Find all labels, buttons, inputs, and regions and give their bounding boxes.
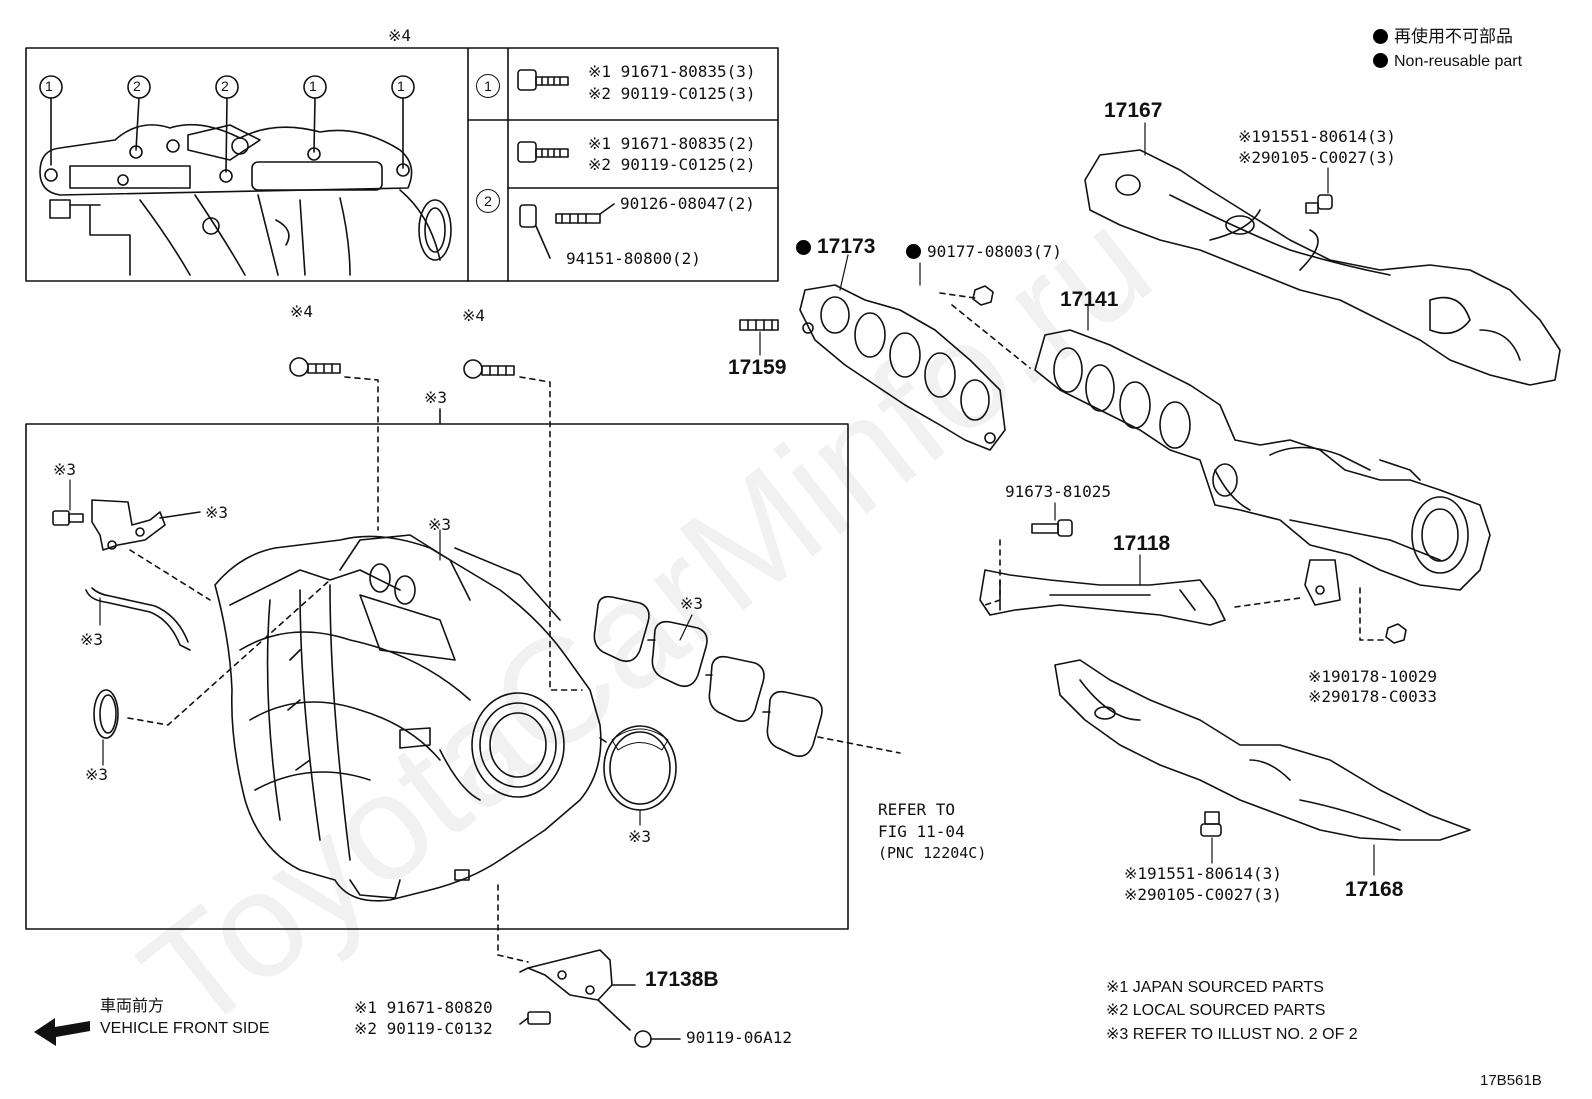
inset-bolt-1 [517,69,569,91]
part-17141: 17141 [1060,288,1119,311]
marker-s3-bolt: ※3 [53,460,77,479]
inset-stud-nut [519,203,615,259]
part-17167-bolt-1: ※191551-80614(3) [1238,127,1396,146]
filled-dot-icon [796,240,811,255]
marker-s3-hose: ※3 [80,630,104,649]
part-90119-c0132: ※2 90119-C0132 [354,1019,493,1038]
inset-stud-label: 90126-08047(2) [620,194,755,213]
filled-dot-icon [1373,53,1388,68]
note-1: ※1 JAPAN SOURCED PARTS [1106,979,1324,996]
refer-line-1: REFER TO [878,800,956,819]
inset-nut-label: 94151-80800(2) [566,249,701,268]
part-17173: 17173 [796,236,875,257]
heat-insulator-17167 [1084,149,1561,386]
inset-manifold-flange [39,75,452,276]
filled-dot-icon [906,244,921,259]
vehicle-front-jp: 車両前方 [100,998,165,1015]
part-17167-bolt-2: ※290105-C0027(3) [1238,148,1396,167]
table-callout-1: 1 [476,74,500,98]
inset-callout-1c: 1 [397,78,405,94]
part-91671-80820: ※1 91671-80820 [354,998,493,1017]
nut-90178 [1385,623,1407,644]
inset-bolt-2 [517,141,569,163]
intake-manifold [214,534,602,902]
illustration-code: 17B561B [1480,1072,1542,1089]
heat-insulator-17168 [1054,659,1471,841]
part-17168-bolt-1: ※191551-80614(3) [1124,864,1282,883]
bolt-17168 [1200,811,1222,837]
spacer [39,76,61,98]
part-17138b: 17138B [645,968,719,991]
inset-callout-1a: 1 [45,78,53,94]
main-box-frame [25,423,849,930]
marker-s3-box: ※3 [424,388,448,407]
table-callout-2: 2 [476,189,500,213]
exhaust-gasket-17173 [799,284,1006,451]
exhaust-manifold-17141 [1034,329,1491,606]
part-17168: 17168 [1345,878,1404,901]
inset-callout-2a: 2 [133,78,141,94]
legend-nonreusable-jp: 再使用不可部品 [1373,28,1513,45]
legend-nonreusable-en: Non-reusable part [1373,53,1522,70]
bracket-17138b [519,949,636,1031]
inset-callout-1b: 1 [309,78,317,94]
refer-line-2: FIG 11-04 [878,822,965,841]
part-17168-bolt-2: ※290105-C0027(3) [1124,885,1282,904]
part-90178-2: ※290178-C0033 [1308,687,1437,706]
part-90178-1: ※190178-10029 [1308,667,1437,686]
marker-s3-sensor: ※3 [205,503,229,522]
refer-line-3: (PNC 12204C) [878,844,987,862]
filled-dot-icon [1373,29,1388,44]
marker-s3-throttle-gasket: ※3 [628,827,652,846]
part-17159: 17159 [728,356,787,379]
part-17167: 17167 [1104,99,1163,122]
throttle-gasket [599,725,677,811]
part-17118: 17118 [1113,532,1171,555]
bolt-91671-80820 [519,1011,551,1025]
leader-dashed [127,292,1389,963]
bolt-90119-06a12 [634,1030,681,1048]
bolt-17167 [1305,194,1333,214]
marker-s4-right: ※4 [462,306,486,325]
leader-solid [69,122,1375,876]
inset-title: ※4 [388,26,412,45]
hose [85,587,191,651]
intake-gasket [593,595,823,758]
inset-row2a-line1: ※1 91671-80835(2) [588,134,756,153]
inset-row2a-line2: ※2 90119-C0125(2) [588,155,756,174]
part-91673: 91673-81025 [1005,482,1111,501]
upper-bolt-right [463,359,515,379]
part-90177: 90177-08003(7) [906,244,1062,260]
vehicle-front-arrow [34,1018,90,1046]
stud-17159 [739,319,779,331]
inset-row1-line2: ※2 90119-C0125(3) [588,84,756,103]
inset-frame [25,47,779,282]
bracket-17118 [979,569,1226,626]
marker-s4-left: ※4 [290,302,314,321]
vehicle-front-en: VEHICLE FRONT SIDE [100,1020,270,1037]
nut-90177 [972,285,994,306]
marker-s3-gasket: ※3 [680,594,704,613]
inset-row1-line1: ※1 91671-80835(3) [588,62,756,81]
note-2: ※2 LOCAL SOURCED PARTS [1106,1002,1326,1019]
map-sensor [91,499,201,551]
upper-bolt-left [289,357,341,377]
marker-s3-manifold: ※3 [428,515,452,534]
note-3: ※3 REFER TO ILLUST NO. 2 OF 2 [1106,1026,1358,1043]
o-ring-left [93,689,119,739]
inset-callout-2b: 2 [221,78,229,94]
sensor-bolt [52,510,84,526]
bolt-91673 [1031,519,1073,537]
marker-s3-oring: ※3 [85,765,109,784]
part-90119-06a12: 90119-06A12 [686,1028,792,1047]
